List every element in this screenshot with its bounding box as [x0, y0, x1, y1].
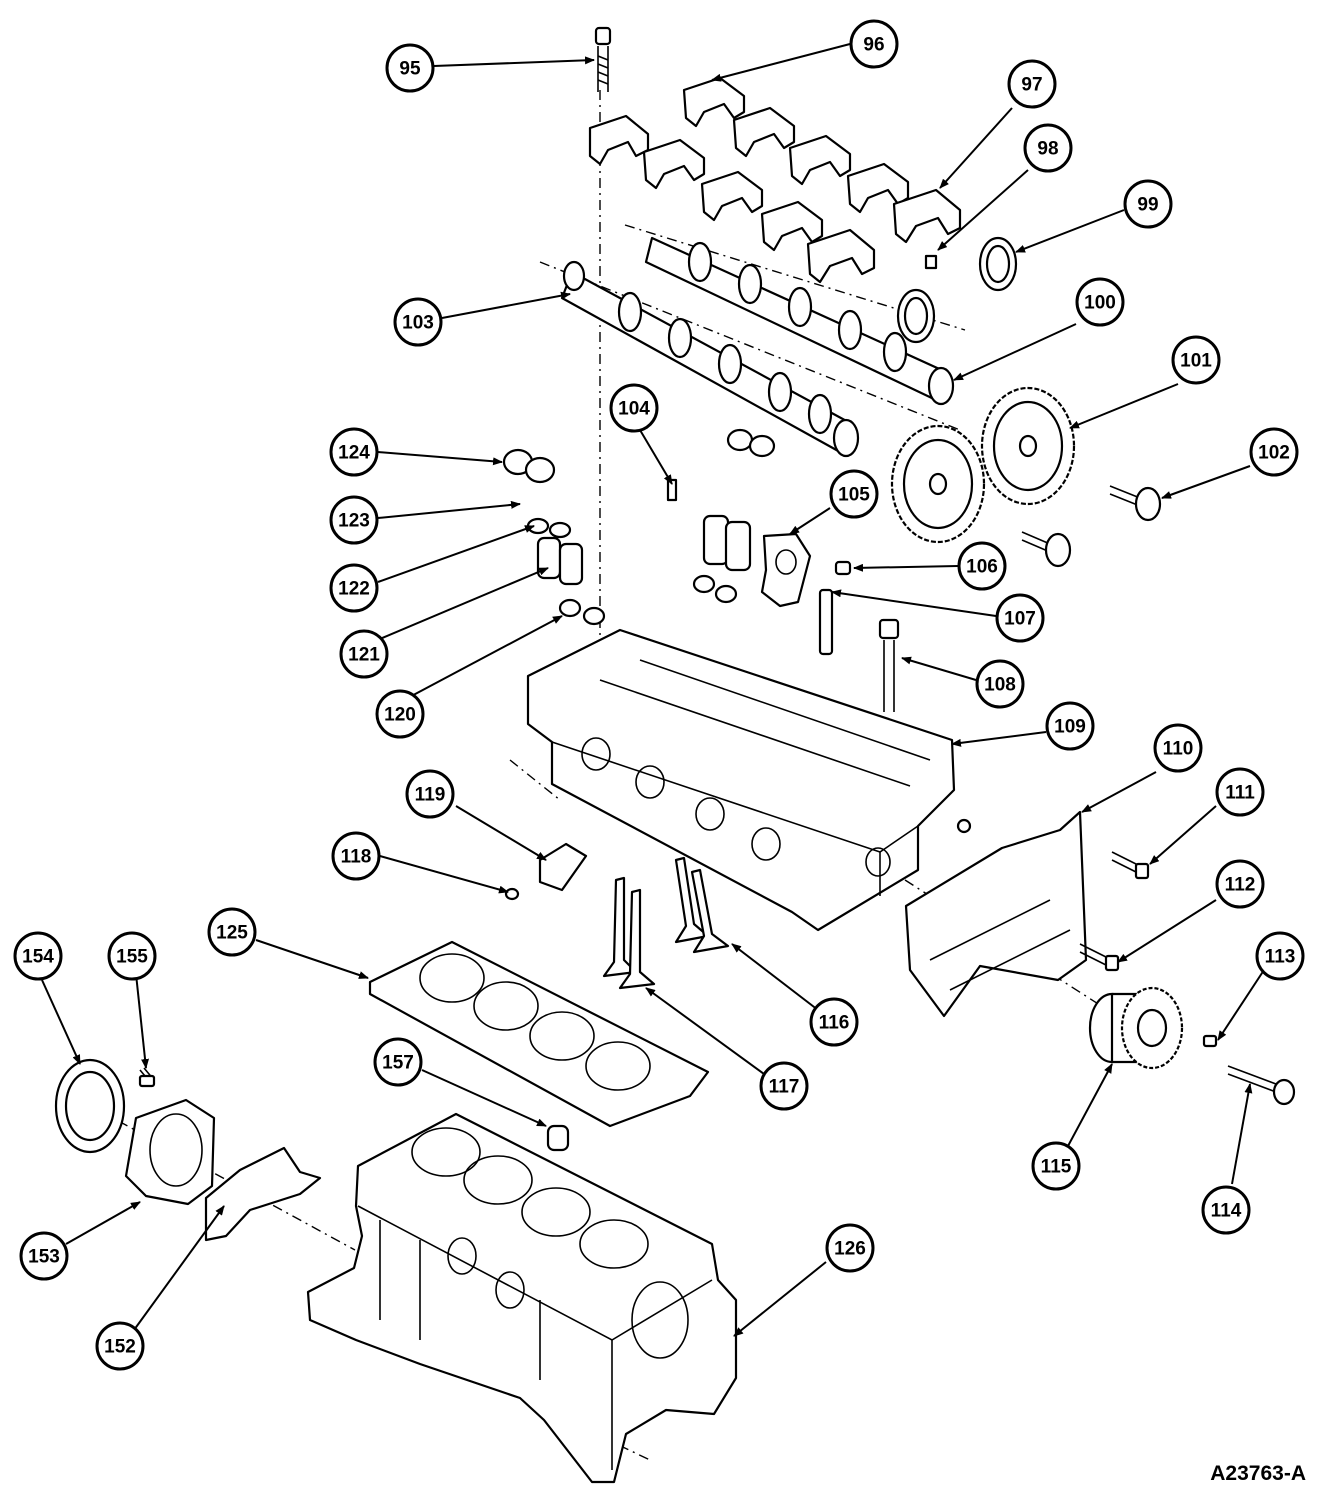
svg-text:113: 113 [1265, 947, 1296, 968]
svg-text:123: 123 [338, 511, 370, 532]
callout-105: 105 [829, 469, 879, 519]
svg-text:121: 121 [348, 645, 380, 666]
callout-104: 104 [609, 383, 659, 433]
upper-misc-parts [760, 532, 900, 712]
callout-112: 112 [1215, 859, 1265, 909]
callout-119: 119 [405, 769, 455, 819]
svg-text:110: 110 [1163, 739, 1194, 760]
svg-text:111: 111 [1225, 783, 1255, 804]
svg-text:105: 105 [838, 485, 870, 506]
svg-text:122: 122 [338, 579, 370, 600]
camshafts [560, 236, 955, 458]
head-gasket-part [368, 940, 710, 1128]
svg-text:120: 120 [384, 705, 416, 726]
callout-96: 96 [849, 19, 899, 69]
callout-106: 106 [957, 541, 1007, 591]
svg-text:104: 104 [618, 399, 650, 420]
figure-code: A23763-A [1210, 1462, 1306, 1485]
bearing-caps [588, 76, 962, 284]
svg-text:112: 112 [1225, 875, 1256, 896]
callout-98: 98 [1023, 123, 1073, 173]
callout-157: 157 [373, 1037, 423, 1087]
svg-text:98: 98 [1037, 139, 1058, 160]
callout-121: 121 [339, 629, 389, 679]
svg-text:97: 97 [1021, 75, 1042, 96]
svg-text:106: 106 [966, 557, 998, 578]
callout-103: 103 [393, 297, 443, 347]
svg-text:115: 115 [1041, 1157, 1072, 1178]
callout-152: 152 [95, 1321, 145, 1371]
callouts: 95 96 97 98 99 100 101 102 103 104 105 1… [13, 19, 1305, 1371]
svg-text:107: 107 [1004, 609, 1036, 630]
timing-cover-part [904, 810, 1150, 1018]
svg-text:116: 116 [819, 1013, 850, 1034]
callout-109: 109 [1045, 701, 1095, 751]
svg-text:109: 109 [1054, 717, 1086, 738]
callout-124: 124 [329, 427, 379, 477]
tensioner-part [1088, 986, 1296, 1106]
callout-111: 111 [1215, 767, 1265, 817]
callout-101: 101 [1171, 335, 1221, 385]
sensor-part [504, 818, 972, 901]
svg-text:124: 124 [338, 443, 370, 464]
dowel-part [546, 1124, 570, 1152]
svg-text:95: 95 [399, 59, 421, 80]
svg-text:117: 117 [769, 1077, 800, 1098]
callout-102: 102 [1249, 427, 1299, 477]
svg-text:125: 125 [216, 923, 248, 944]
svg-text:99: 99 [1137, 195, 1158, 216]
svg-text:103: 103 [402, 313, 434, 334]
callout-115: 115 [1031, 1141, 1081, 1191]
leader-lines [41, 43, 1265, 1337]
callout-117: 117 [759, 1061, 809, 1111]
rear-seal-parts [54, 1058, 322, 1242]
svg-text:157: 157 [382, 1053, 414, 1074]
callout-125: 125 [207, 907, 257, 957]
callout-154: 154 [13, 931, 63, 981]
callout-97: 97 [1007, 59, 1057, 109]
svg-text:118: 118 [341, 847, 372, 868]
callout-116: 116 [809, 997, 859, 1047]
callout-107: 107 [995, 593, 1045, 643]
callout-123: 123 [329, 495, 379, 545]
callout-155: 155 [107, 931, 157, 981]
svg-text:108: 108 [984, 675, 1016, 696]
callout-122: 122 [329, 563, 379, 613]
callout-99: 99 [1123, 179, 1173, 229]
svg-text:155: 155 [116, 947, 148, 968]
valve-train-left [502, 448, 606, 626]
svg-text:154: 154 [22, 947, 54, 968]
valves [602, 856, 730, 990]
callout-95: 95 [385, 43, 435, 93]
svg-text:101: 101 [1180, 351, 1212, 372]
svg-text:102: 102 [1258, 443, 1290, 464]
valve-train-right [666, 428, 776, 604]
callout-114: 114 [1201, 1185, 1251, 1235]
callout-108: 108 [975, 659, 1025, 709]
cylinder-block-part [306, 1112, 738, 1484]
svg-text:119: 119 [415, 785, 446, 806]
callout-120: 120 [375, 689, 425, 739]
svg-text:114: 114 [1211, 1201, 1242, 1222]
svg-text:100: 100 [1084, 293, 1116, 314]
svg-text:126: 126 [834, 1239, 866, 1260]
cam-seals [896, 236, 1018, 344]
callout-110: 110 [1153, 723, 1203, 773]
svg-text:96: 96 [863, 35, 884, 56]
callout-118: 118 [331, 831, 381, 881]
callout-113: 113 [1255, 931, 1305, 981]
callout-100: 100 [1075, 277, 1125, 327]
callout-126: 126 [825, 1223, 875, 1273]
svg-text:153: 153 [28, 1247, 60, 1268]
cam-sprockets [890, 386, 1162, 568]
svg-text:152: 152 [104, 1337, 136, 1358]
head-bolt-part [594, 26, 612, 92]
callout-153: 153 [19, 1231, 69, 1281]
cylinder-head-part [526, 628, 956, 932]
